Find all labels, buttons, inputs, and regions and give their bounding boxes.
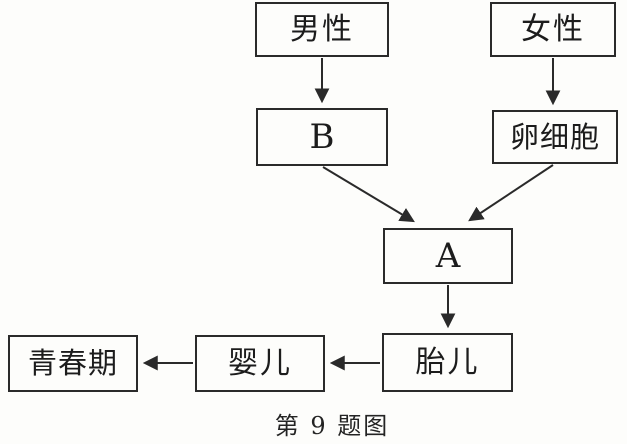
node-a: A xyxy=(383,228,513,284)
node-male: 男性 xyxy=(255,2,389,57)
node-infant: 婴儿 xyxy=(195,335,325,392)
node-female-label: 女性 xyxy=(521,11,585,47)
arrow-b-to-a xyxy=(322,166,415,223)
arrow-egg-cell-to-a xyxy=(468,164,554,222)
node-puberty: 青春期 xyxy=(8,335,138,392)
node-puberty-label: 青春期 xyxy=(27,346,118,380)
node-male-label: 男性 xyxy=(290,11,354,47)
node-fetus-label: 胎儿 xyxy=(415,344,480,380)
node-egg-cell: 卵细胞 xyxy=(492,110,618,164)
node-b: B xyxy=(256,108,388,166)
node-a-label: A xyxy=(435,236,461,276)
node-b-label: B xyxy=(309,117,335,157)
figure-caption: 第 9 题图 xyxy=(274,412,390,440)
node-egg-cell-label: 卵细胞 xyxy=(509,119,600,154)
node-female: 女性 xyxy=(490,2,616,57)
node-infant-label: 婴儿 xyxy=(228,345,292,381)
node-fetus: 胎儿 xyxy=(382,333,513,392)
